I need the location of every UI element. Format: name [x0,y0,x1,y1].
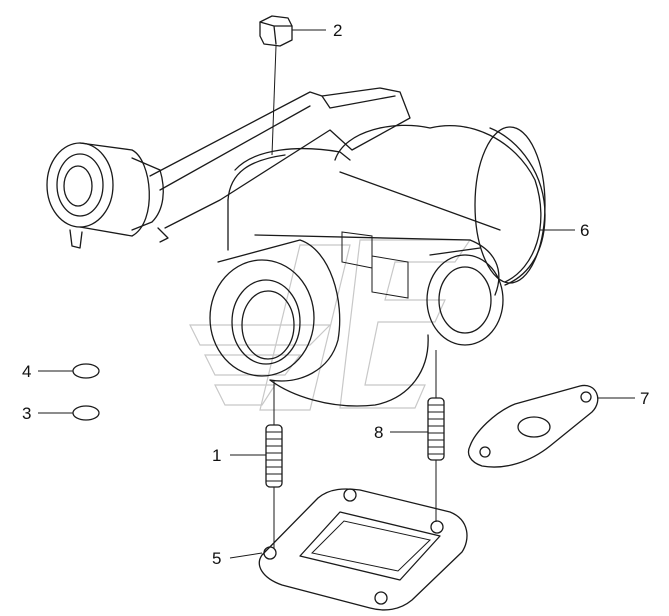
callout-7: 7 [640,389,649,408]
stud-part [265,397,445,488]
callout-5: 5 [212,549,221,568]
callout-4: 4 [22,362,31,381]
turbocharger-body [209,124,546,407]
watermark-logo [189,239,472,411]
turbo-bracket-arm [149,87,411,243]
callout-1: 1 [212,446,221,465]
nut-part [259,15,293,47]
callout-3: 3 [22,404,31,423]
flange-gasket-part [258,488,468,611]
callout-labels: 2 1 3 4 5 6 7 8 [22,21,649,568]
callout-2: 2 [333,21,342,40]
wastegate-actuator [46,142,164,249]
callout-6: 6 [580,221,589,240]
oil-gasket-part [467,384,599,468]
leader-lines [38,29,635,559]
o-ring-part [72,363,100,421]
callout-8: 8 [374,423,383,442]
